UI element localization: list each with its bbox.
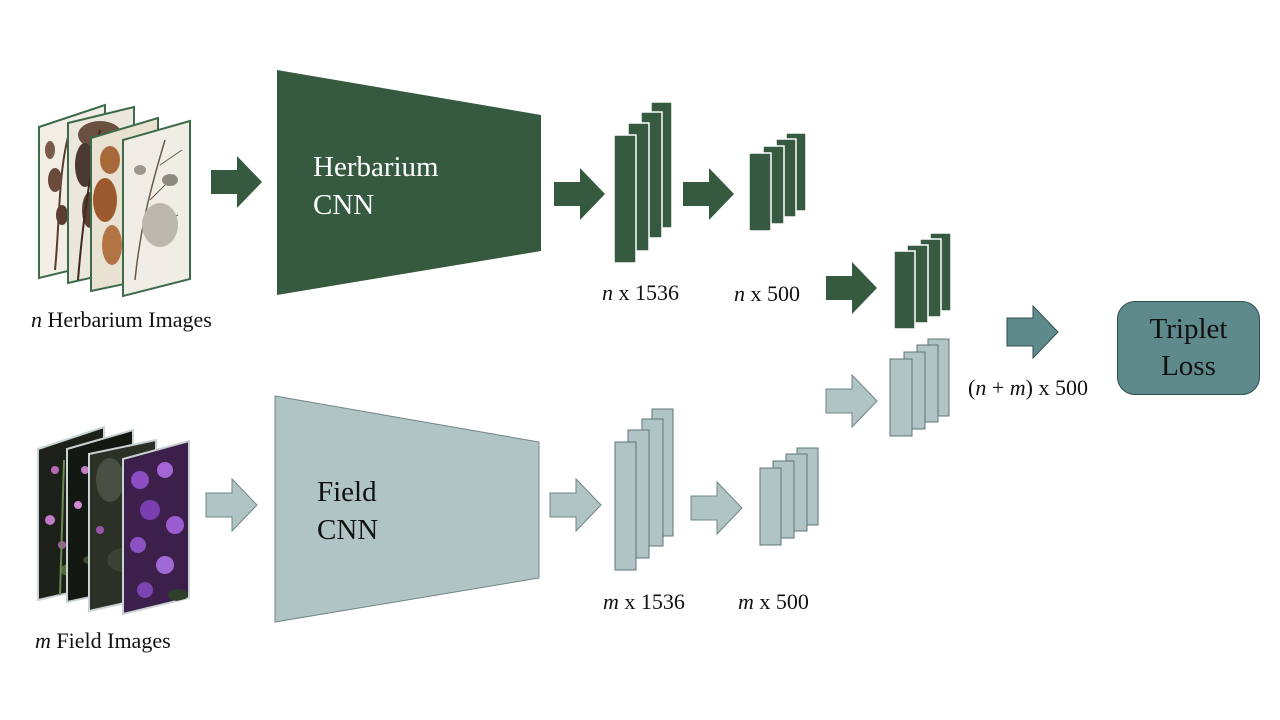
field-image-stack xyxy=(37,425,190,616)
herbarium-feature-500-stack xyxy=(748,132,807,232)
combined-plus: + xyxy=(986,375,1010,400)
field-feature-500-dim: x 500 xyxy=(753,589,809,614)
combined-herbarium-stack xyxy=(893,232,952,330)
field-cnn-label-line1: Field xyxy=(317,476,377,508)
combined-var-n: n xyxy=(975,375,987,400)
arrow-herbarium-to-cnn xyxy=(211,156,262,208)
arrow-herbarium-500-to-combined xyxy=(826,262,877,314)
arrow-combined-to-loss xyxy=(1006,304,1059,360)
field-input-var: m xyxy=(35,628,51,653)
combined-feature-label: (n + m) x 500 xyxy=(968,375,1088,401)
field-cnn-label: Field CNN xyxy=(317,473,378,549)
combined-open: ( xyxy=(968,375,976,400)
field-feature-1536-dim: x 1536 xyxy=(618,589,685,614)
herbarium-feature-1536-dim: x 1536 xyxy=(613,280,680,305)
triplet-loss-line1: Triplet xyxy=(1149,313,1228,345)
herbarium-input-text: Herbarium Images xyxy=(42,307,212,332)
arrow-field-500-to-combined xyxy=(825,373,878,429)
arrow-field-1536-to-500 xyxy=(690,480,743,536)
triplet-loss-box: Triplet Loss xyxy=(1117,301,1260,395)
arrow-field-cnn-to-1536 xyxy=(549,477,602,533)
field-input-text: Field Images xyxy=(50,628,171,653)
field-feature-500-label: m x 500 xyxy=(738,589,809,615)
herbarium-feature-1536-label: n x 1536 xyxy=(602,280,679,306)
combined-field-stack xyxy=(889,338,950,437)
combined-var-m: m xyxy=(1009,375,1026,400)
herbarium-input-var: n xyxy=(31,307,42,332)
herbarium-image-stack xyxy=(38,103,191,298)
combined-close: ) x 500 xyxy=(1025,375,1088,400)
herbarium-input-label: n Herbarium Images xyxy=(31,307,212,333)
field-feature-500-stack xyxy=(759,447,819,546)
herbarium-cnn-label: Herbarium CNN xyxy=(313,148,439,224)
herbarium-cnn-label-line2: CNN xyxy=(313,189,375,221)
herbarium-feature-500-label: n x 500 xyxy=(734,281,800,307)
herbarium-sheet-4 xyxy=(122,119,191,298)
field-feature-1536-stack xyxy=(614,408,674,571)
arrow-herbarium-1536-to-500 xyxy=(683,168,734,220)
arrow-herbarium-cnn-to-1536 xyxy=(554,168,605,220)
herbarium-feature-1536-var: n xyxy=(602,280,613,305)
field-feature-1536-label: m x 1536 xyxy=(603,589,685,615)
herbarium-feature-500-dim: x 500 xyxy=(745,281,801,306)
herbarium-cnn-block xyxy=(277,70,541,295)
field-photo-4 xyxy=(122,439,190,616)
arrow-field-to-cnn xyxy=(205,477,258,533)
herbarium-feature-500-var: n xyxy=(734,281,745,306)
field-cnn-block xyxy=(274,395,540,623)
field-input-label: m Field Images xyxy=(35,628,171,654)
field-feature-1536-var: m xyxy=(603,589,619,614)
herbarium-feature-1536-stack xyxy=(613,101,673,264)
herbarium-cnn-label-line1: Herbarium xyxy=(313,151,439,183)
field-cnn-label-line2: CNN xyxy=(317,514,379,546)
triplet-loss-line2: Loss xyxy=(1161,350,1216,382)
field-feature-500-var: m xyxy=(738,589,754,614)
